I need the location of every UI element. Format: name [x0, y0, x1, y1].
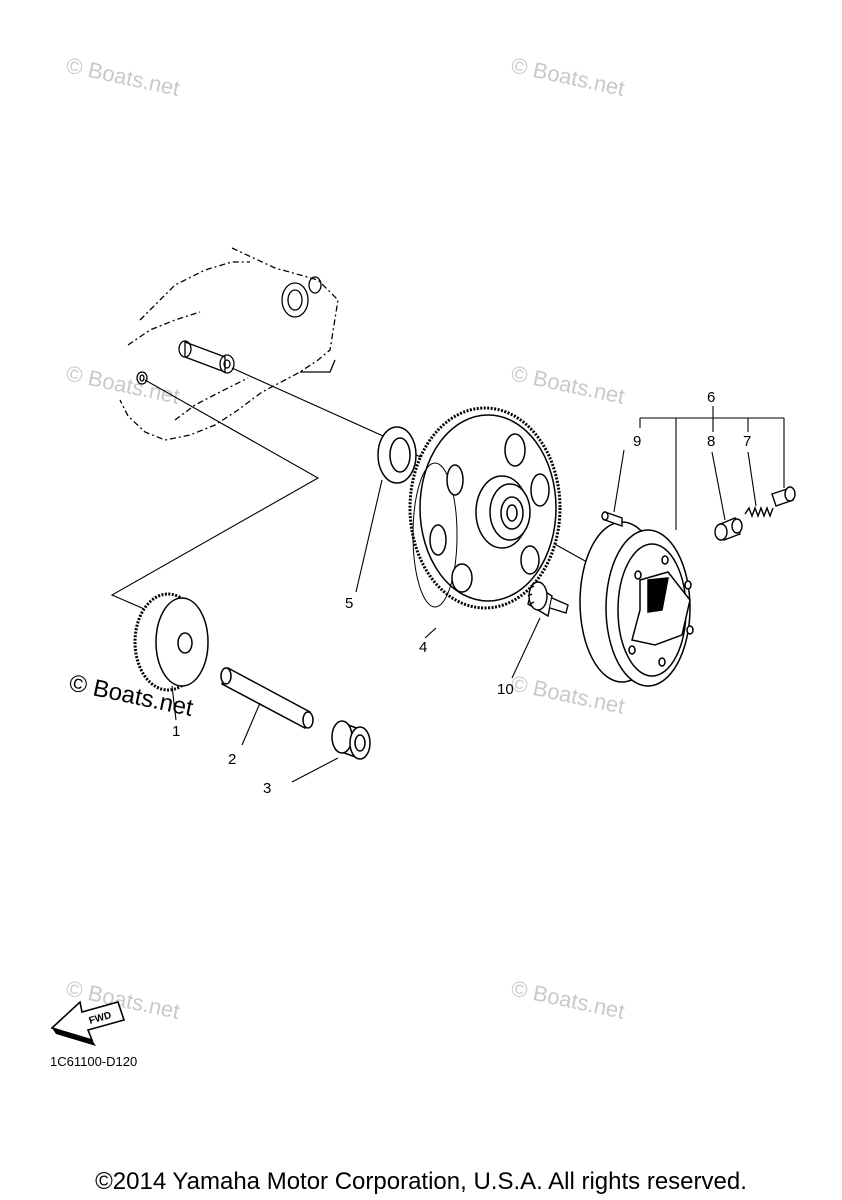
engine-case	[119, 247, 339, 441]
callout-1: 1	[172, 723, 180, 740]
copyright-notice: ©2014 Yamaha Motor Corporation, U.S.A. A…	[95, 1168, 747, 1195]
callout-10: 10	[497, 681, 514, 698]
bolt-part-10	[527, 581, 569, 618]
leader-lines	[171, 406, 785, 783]
callout-7: 7	[743, 433, 751, 450]
clutch-assembly-part-6	[579, 521, 694, 687]
watermark: © Boats.net	[509, 360, 627, 408]
callout-8: 8	[707, 433, 715, 450]
diagram-code: 1C61100-D120	[50, 1054, 137, 1069]
shaft-part-2	[220, 666, 314, 730]
fwd-arrow-icon: FWD	[50, 1000, 126, 1046]
callout-2: 2	[228, 751, 236, 768]
watermark: © Boats.net	[509, 975, 627, 1023]
callouts: 1 2 3 4 5 6 7 8 9 10	[172, 389, 751, 797]
watermark: © Boats.net	[64, 52, 182, 100]
spring-part-7	[744, 486, 796, 518]
collar-part-3	[331, 720, 371, 760]
watermark: © Boats.net	[509, 52, 627, 100]
pin-part-9	[601, 511, 623, 527]
callout-5: 5	[345, 595, 353, 612]
callout-4: 4	[419, 639, 427, 656]
callout-6: 6	[707, 389, 715, 406]
roller-part-8	[714, 517, 743, 541]
callout-3: 3	[263, 780, 271, 797]
starter-wheel-gear-part-4	[408, 406, 562, 610]
callout-9: 9	[633, 433, 641, 450]
washer-part-5	[377, 426, 417, 484]
watermark: © Boats.net	[64, 360, 182, 408]
idle-gear-part-1	[133, 592, 209, 692]
